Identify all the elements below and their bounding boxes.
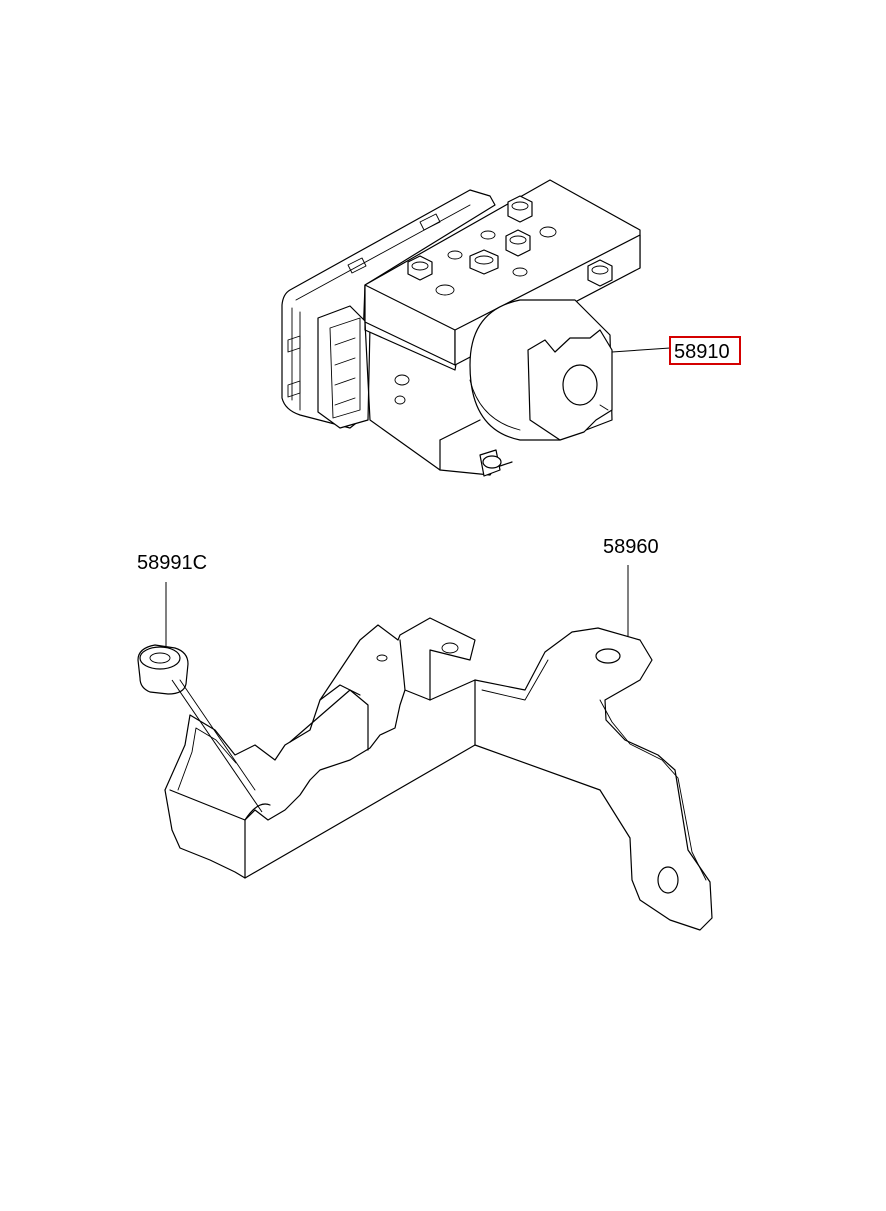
rubber-bushing[interactable] <box>137 644 263 813</box>
highlight-box-58910 <box>669 336 741 365</box>
part-label-58960: 58960 <box>603 536 659 558</box>
abs-bracket[interactable] <box>164 617 713 931</box>
callout-58960[interactable]: 58960 <box>603 536 659 636</box>
part-label-58991C: 58991C <box>137 552 207 574</box>
leader-line-58910 <box>611 347 671 353</box>
fitting-nuts <box>407 195 613 353</box>
part-label-58910: 58910 <box>674 341 730 363</box>
abs-hydraulic-unit[interactable] <box>281 179 641 477</box>
callout-58910[interactable]: 58910 <box>611 336 741 365</box>
callout-58991C[interactable]: 58991C <box>137 552 207 646</box>
